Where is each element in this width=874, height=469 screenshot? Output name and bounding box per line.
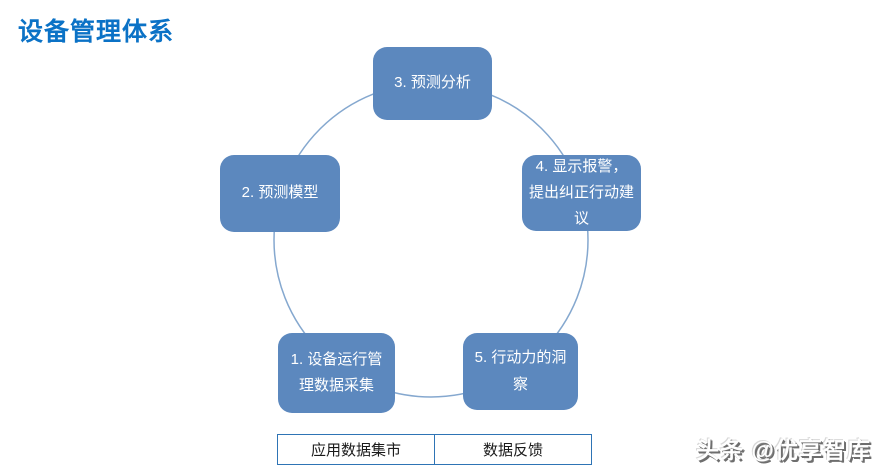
page-title: 设备管理体系 [18, 18, 175, 46]
cycle-node-label: 5. 行动力的洞察 [474, 349, 567, 393]
cycle-node-alarm-corrective-action: 4. 显示报警，提出纠正行动建议 [522, 155, 641, 231]
cycle-node-predictive-model: 2. 预测模型 [220, 155, 340, 232]
cycle-node-actionable-insight: 5. 行动力的洞察 [463, 333, 578, 410]
cycle-node-data-collection: 1. 设备运行管理数据采集 [278, 333, 395, 413]
cycle-node-label: 4. 显示报警，提出纠正行动建议 [529, 157, 635, 228]
legend-table: 应用数据集市 数据反馈 [277, 434, 592, 465]
watermark-text: 头条 @优享智库 [696, 437, 871, 463]
cycle-node-predictive-analysis: 3. 预测分析 [373, 47, 492, 120]
cycle-node-label: 2. 预测模型 [241, 184, 319, 202]
legend-cell-data-feedback: 数据反馈 [434, 435, 591, 464]
cycle-node-label: 1. 设备运行管理数据采集 [290, 350, 383, 394]
cycle-node-label: 3. 预测分析 [394, 74, 471, 92]
legend-cell-data-mart: 应用数据集市 [310, 442, 401, 459]
